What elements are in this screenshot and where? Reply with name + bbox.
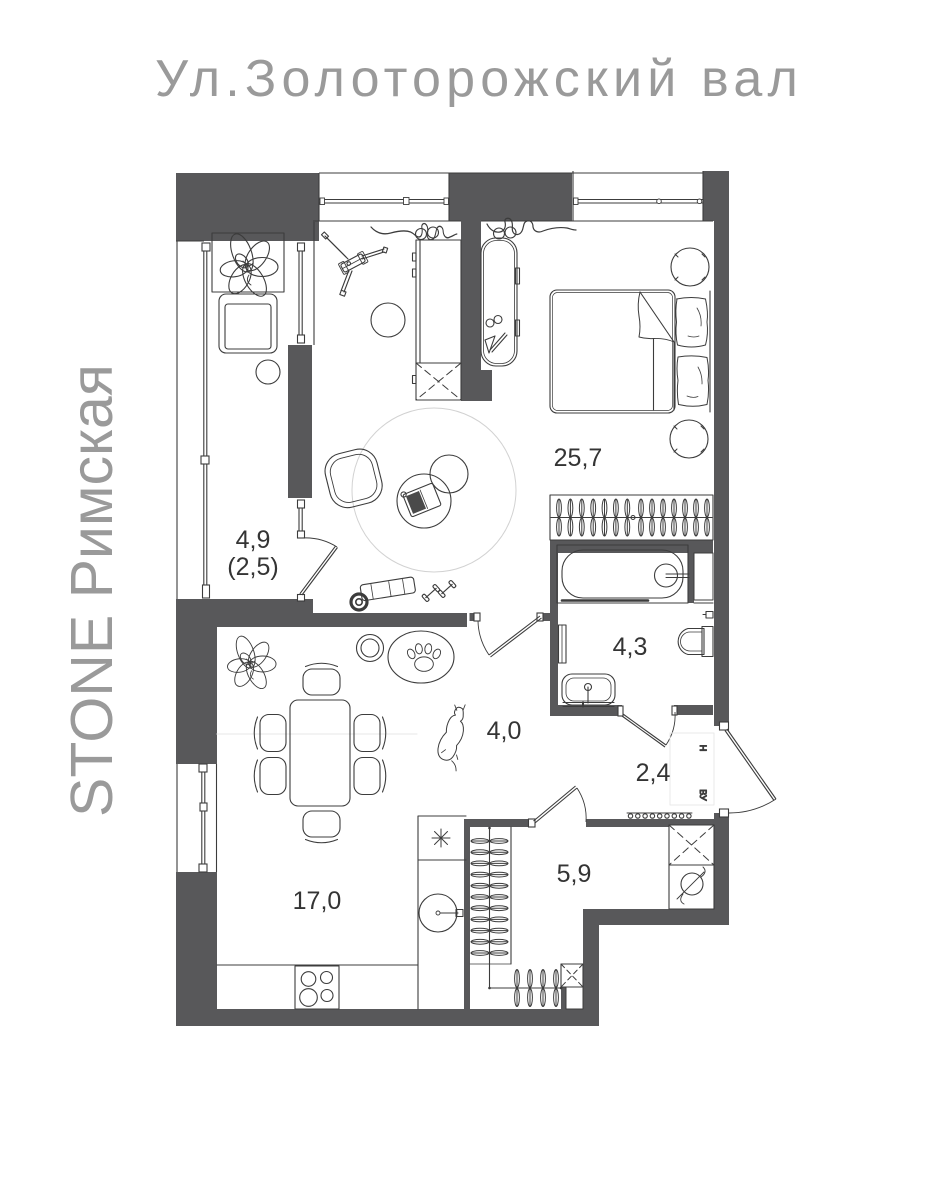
svg-text:4,3: 4,3: [613, 633, 648, 661]
svg-text:17,0: 17,0: [293, 887, 342, 915]
svg-text:25,7: 25,7: [554, 444, 603, 472]
svg-text:(2,5): (2,5): [227, 553, 278, 581]
svg-text:Ул.Золоторожский вал: Ул.Золоторожский вал: [155, 50, 803, 108]
svg-text:ВУ: ВУ: [698, 789, 708, 801]
svg-text:4,9: 4,9: [236, 526, 271, 554]
svg-text:5,9: 5,9: [557, 860, 592, 888]
svg-text:Н: Н: [698, 745, 708, 752]
svg-text:4,0: 4,0: [487, 717, 522, 745]
svg-text:2,4: 2,4: [636, 759, 671, 787]
svg-text:STONE Римская: STONE Римская: [59, 364, 125, 817]
